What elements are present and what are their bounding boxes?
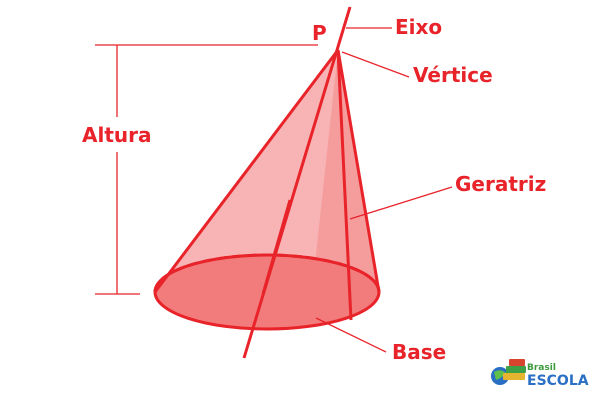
brasil-escola-logo: Brasil ESCOLA (491, 359, 589, 389)
vertex-leader-line (341, 51, 410, 78)
generatrix-label: Geratriz (455, 172, 546, 196)
axis-line-hidden-inner (261, 199, 292, 295)
axis-line (242, 6, 352, 359)
logo-line1: Brasil (527, 363, 556, 373)
axis-label: Eixo (395, 15, 442, 39)
generatrix-leader-line (349, 186, 453, 220)
cone-left-edge (153, 49, 340, 293)
base-leader-line (315, 317, 387, 353)
logo-line2: ESCOLA (527, 373, 589, 389)
generatrix-line-front (336, 49, 353, 321)
height-label: Altura (82, 123, 152, 147)
globe-book-icon (491, 359, 526, 385)
vertex-label: Vértice (413, 63, 493, 87)
vertex-letter: P (312, 21, 327, 45)
cone-shaded-side (312, 50, 379, 294)
base-label: Base (392, 340, 446, 364)
cone-right-edge (336, 49, 381, 293)
